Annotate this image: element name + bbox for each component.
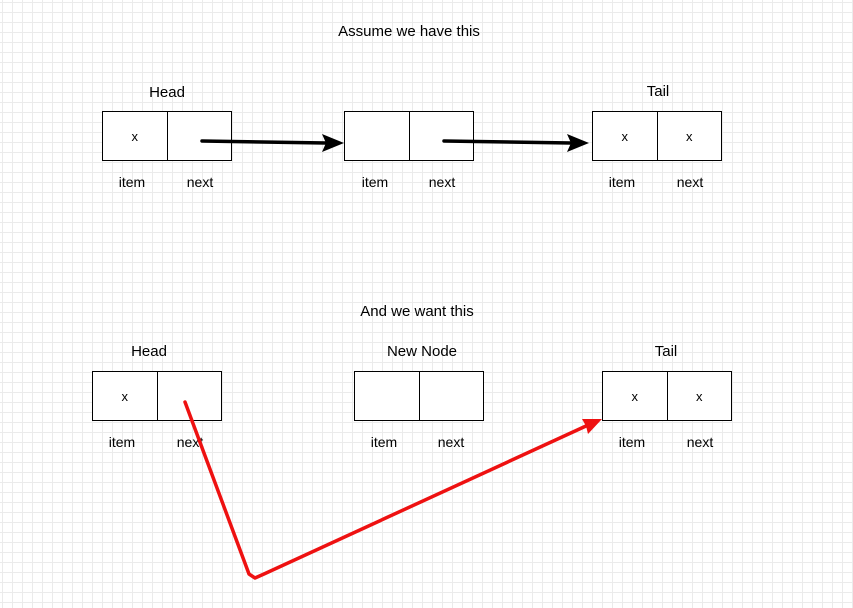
node-item-cell: x <box>631 388 639 404</box>
diagram2-head-node[interactable]: x <box>92 371 222 421</box>
node-next-cell <box>166 112 232 160</box>
diagram1-tail-label: Tail <box>646 83 670 100</box>
next-caption: next <box>676 174 704 190</box>
item-caption: item <box>608 174 636 190</box>
item-caption: item <box>618 434 646 450</box>
item-caption: item <box>361 174 389 190</box>
diagram1-tail-node[interactable]: x x <box>592 111 722 161</box>
diagram1-title: Assume we have this <box>338 23 480 40</box>
arrow-head-to-tail-red <box>183 400 602 580</box>
diagram1-middle-node[interactable] <box>344 111 474 161</box>
item-caption: item <box>108 434 136 450</box>
diagram2-tail-label: Tail <box>654 343 678 360</box>
next-caption: next <box>186 174 214 190</box>
diagram2-head-label: Head <box>131 343 167 360</box>
item-caption: item <box>118 174 146 190</box>
node-next-cell: x <box>656 112 722 160</box>
next-caption: next <box>437 434 465 450</box>
diagram1-head-label: Head <box>149 84 185 101</box>
arrow-head-to-middle <box>200 134 344 152</box>
diagram2-new-node[interactable] <box>354 371 484 421</box>
node-item-cell: x <box>131 128 139 144</box>
diagram2-new-node-label: New Node <box>386 343 458 360</box>
next-caption: next <box>428 174 456 190</box>
node-next-cell: x <box>666 372 732 420</box>
diagram1-head-node[interactable]: x <box>102 111 232 161</box>
node-next-cell <box>408 112 474 160</box>
node-next-cell <box>418 372 484 420</box>
next-caption: next <box>686 434 714 450</box>
node-next-cell <box>156 372 222 420</box>
diagram2-title: And we want this <box>360 303 474 320</box>
arrow-middle-to-tail <box>442 134 589 152</box>
item-caption: item <box>370 434 398 450</box>
node-item-cell: x <box>621 128 629 144</box>
node-item-cell: x <box>121 388 129 404</box>
diagram2-tail-node[interactable]: x x <box>602 371 732 421</box>
